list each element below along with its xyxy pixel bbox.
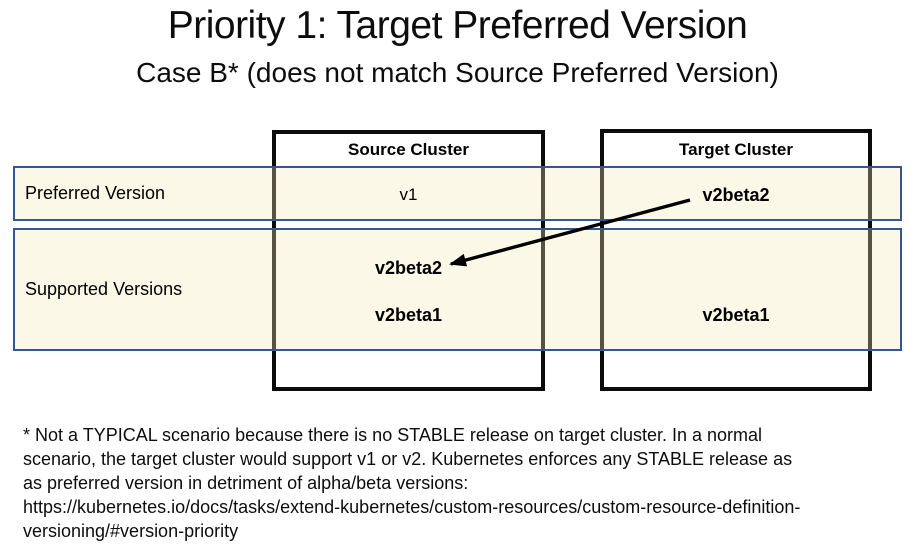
source-cluster-header: Source Cluster bbox=[348, 140, 469, 159]
page-title: Priority 1: Target Preferred Version bbox=[167, 4, 748, 47]
row-label-preferred-version: Preferred Version bbox=[25, 183, 166, 203]
cell-source-supported-version-1: v2beta2 bbox=[374, 258, 443, 278]
footnote-line: as preferred version in detriment of alp… bbox=[23, 473, 469, 493]
row-label-supported-versions: Supported Versions bbox=[25, 279, 183, 299]
footnote-line-url: https://kubernetes.io/docs/tasks/extend-… bbox=[23, 497, 801, 517]
cell-source-preferred-version: v1 bbox=[399, 185, 418, 204]
target-cluster-header: Target Cluster bbox=[679, 140, 793, 159]
cell-source-supported-version-2: v2beta1 bbox=[374, 305, 443, 325]
page-subtitle: Case B* (does not match Source Preferred… bbox=[136, 57, 779, 88]
footnote-line-url: versioning/#version-priority bbox=[23, 521, 239, 541]
footnote: * Not a TYPICAL scenario because there i… bbox=[23, 423, 905, 543]
footnote-line: scenario, the target cluster would suppo… bbox=[23, 449, 793, 469]
footnote-line: * Not a TYPICAL scenario because there i… bbox=[23, 425, 763, 445]
cell-target-supported-version-1: v2beta1 bbox=[702, 305, 770, 325]
cell-target-preferred-version: v2beta2 bbox=[702, 185, 770, 205]
